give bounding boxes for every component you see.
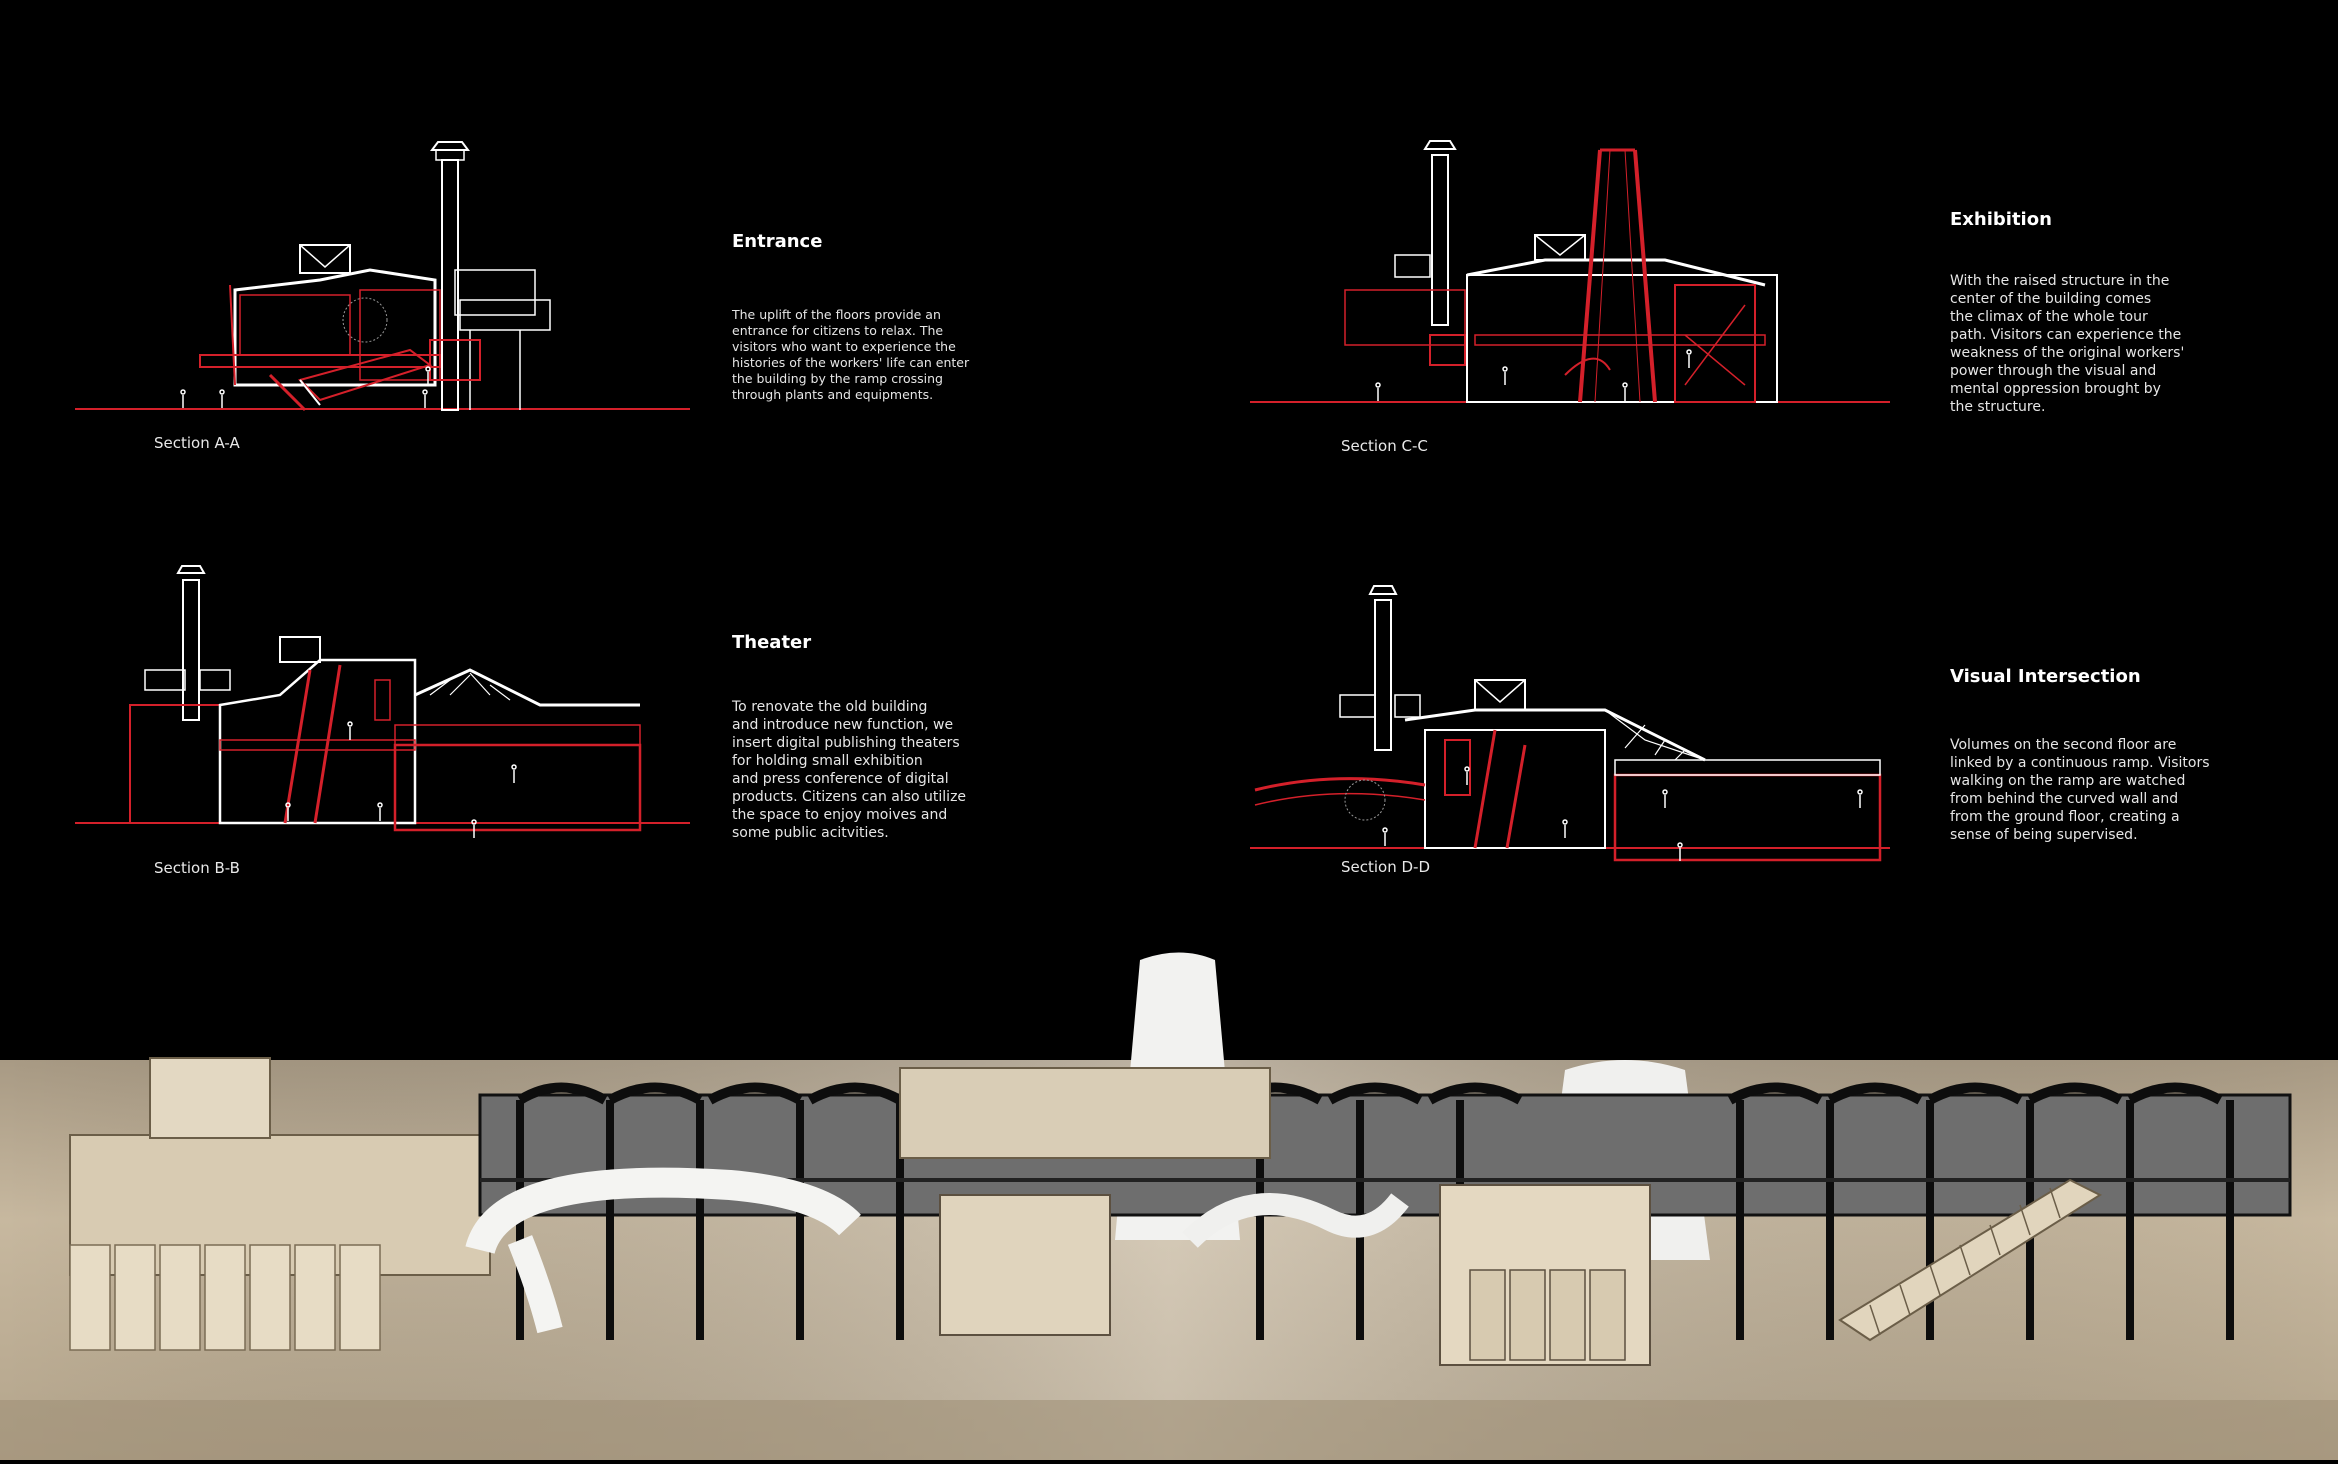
entrance-heading: Entrance [732,231,823,252]
exhibition-text: With the raised structure in the center … [1950,273,2185,415]
section-d-d-caption: Section D-D [1341,858,1431,876]
section-a-a-svg [75,141,690,412]
theater-text: To renovate the old building and introdu… [732,699,967,841]
physical-model-photo [0,940,2338,1460]
exhibition-heading: Exhibition [1950,209,2052,230]
section-d-d-drawing: Section D-D [1245,580,1905,890]
theater-heading: Theater [732,632,812,653]
section-c-c-drawing: Section C-C [1245,135,1905,455]
entrance-text: The uplift of the floors provide an entr… [732,307,970,402]
section-b-b-svg [75,565,690,838]
visual-intersection-heading: Visual Intersection [1950,666,2141,687]
section-d-d-svg [1250,585,1890,862]
section-c-c-svg [1250,140,1890,403]
section-a-a-caption: Section A-A [154,434,240,452]
section-a-a-drawing: Section A-A [70,140,700,452]
section-b-b-drawing: Section B-B [70,555,700,885]
visual-intersection-text: Volumes on the second floor are linked b… [1950,737,2210,843]
section-b-b-caption: Section B-B [154,859,240,877]
section-c-c-caption: Section C-C [1341,437,1428,455]
model-svg [0,952,2338,1460]
